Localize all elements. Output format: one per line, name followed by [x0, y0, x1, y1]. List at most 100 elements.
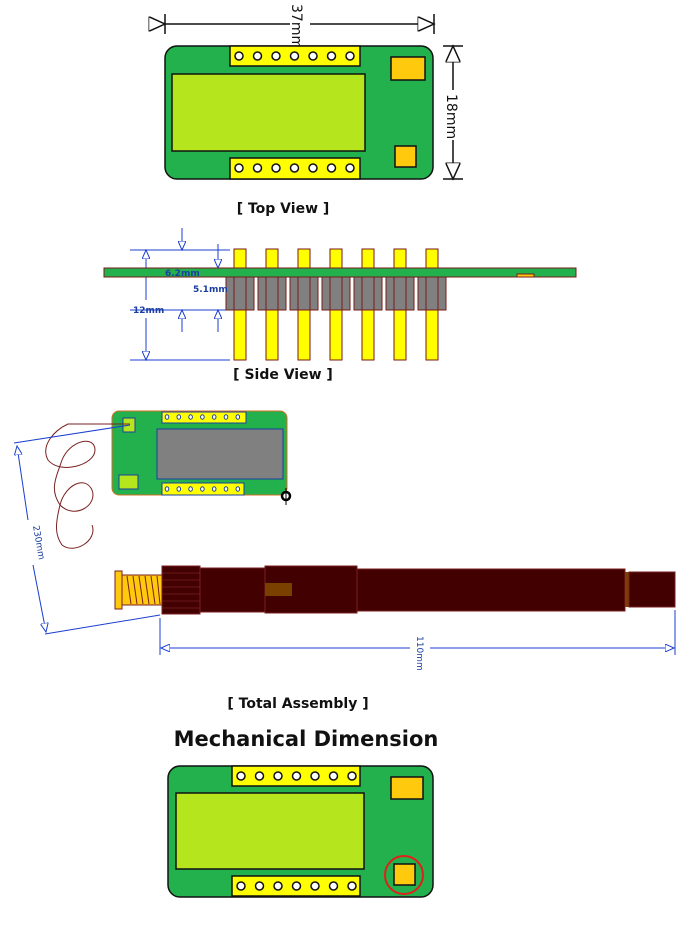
width-label: 37mm: [288, 4, 304, 49]
top-view-caption: [ Top View ]: [237, 201, 330, 217]
pad-side: [516, 273, 535, 278]
pin-hole: [200, 414, 205, 420]
header-pin-outline: [233, 276, 247, 311]
antenna-base: [199, 567, 266, 613]
shield-segment: [385, 276, 415, 311]
pin-hole: [273, 881, 283, 891]
ground-pad: [393, 863, 416, 886]
module-area: [171, 73, 366, 152]
cable-dimension-extension: [44, 614, 161, 635]
pin-hole: [347, 881, 357, 891]
header-pin-outline: [329, 276, 343, 311]
shield-segment: [353, 276, 383, 311]
shield-segment: [225, 276, 255, 311]
pin-hole: [273, 771, 283, 781]
antenna-body: [356, 568, 626, 612]
antenna: [114, 565, 676, 615]
pin-hole: [176, 414, 182, 420]
pin-hole: [347, 771, 357, 781]
pin-hole: [291, 771, 302, 781]
header-pin-lower: [297, 309, 311, 361]
pin-hole: [310, 771, 320, 781]
pin-hole: [211, 414, 217, 420]
cable-dimension-extension: [13, 424, 131, 444]
pin-hole: [308, 163, 318, 173]
pin-hole: [236, 771, 246, 781]
hinge-marker: [265, 583, 292, 596]
pin-hole: [252, 163, 263, 173]
header-pin-lower: [361, 309, 375, 361]
pin-hole: [345, 51, 355, 61]
cursor-icon: [280, 488, 292, 505]
header-pin-lower: [329, 309, 343, 361]
total-assembly: 230mm 110mm [ Total Assembly ]: [13, 410, 676, 712]
pin-hole: [326, 163, 337, 173]
highlight-view: [167, 765, 434, 898]
pin-hole: [310, 881, 320, 891]
shield-segment: [257, 276, 287, 311]
pin-hole: [308, 51, 318, 61]
header-pin-lower: [393, 309, 407, 361]
header-pin-outline: [265, 276, 279, 311]
header-pin-lower: [233, 309, 247, 361]
pin-hole: [176, 486, 182, 492]
antenna-tip: [628, 571, 676, 608]
shield-segment: [289, 276, 319, 311]
antenna-length-label: 110mm: [414, 636, 424, 671]
pin-hole: [271, 163, 281, 173]
connector-flange: [114, 570, 123, 610]
height-label: 18mm: [443, 94, 459, 139]
pin-hole: [328, 881, 339, 891]
header-pin-outline: [425, 276, 439, 311]
pin-hole: [223, 486, 229, 492]
pin-hole: [326, 51, 337, 61]
pin-hole: [254, 771, 265, 781]
header-pin-outline: [297, 276, 311, 311]
header-pin-lower: [425, 309, 439, 361]
shield-can: [156, 428, 284, 480]
module-area: [175, 792, 365, 870]
thread-lines: [126, 575, 161, 605]
top-view: 37mm 18mm [ Top View ]: [165, 4, 463, 217]
tip-band: [625, 572, 629, 607]
pin-hole: [345, 163, 355, 173]
header-pin-outline: [393, 276, 407, 311]
side-view-caption: [ Side View ]: [233, 367, 333, 383]
pin-hole: [200, 486, 205, 492]
pin-hole: [252, 51, 263, 61]
pin-hole: [234, 163, 244, 173]
knurl-lines: [162, 572, 200, 609]
pin-hole: [328, 771, 339, 781]
antenna-pad: [390, 56, 426, 81]
shield-segment: [417, 276, 447, 311]
pin-hole: [188, 414, 193, 420]
ground-pad: [394, 145, 417, 168]
antenna-pad: [390, 776, 424, 800]
page-title: Mechanical Dimension: [174, 727, 439, 751]
pin-hole: [235, 414, 241, 420]
pin-hole: [188, 486, 193, 492]
pcb-board: [164, 45, 434, 180]
cable-dimension-line: [32, 564, 46, 632]
pin-hole: [291, 881, 302, 891]
header-pin-lower: [265, 309, 279, 361]
total-height-label: 12mm: [133, 306, 164, 316]
shield-segment: [321, 276, 351, 311]
cable-dimension-line: [17, 446, 29, 521]
pin-hole: [254, 881, 265, 891]
pin-hole: [235, 486, 241, 492]
cable-length-label: 230mm: [30, 525, 46, 561]
pcb-height-label: 6.2mm: [165, 269, 200, 279]
knurled-nut: [161, 565, 201, 615]
pin-hole: [289, 51, 300, 61]
pin-hole: [271, 51, 281, 61]
coax-cable: [45, 423, 130, 549]
pin-hole: [289, 163, 300, 173]
assembly-caption: [ Total Assembly ]: [227, 696, 368, 712]
shield-height-label: 5.1mm: [193, 285, 228, 295]
side-view: 6.2mm 5.1mm 12mm [ Side View ]: [103, 228, 577, 383]
pin-hole: [211, 486, 217, 492]
pin-hole: [164, 414, 170, 420]
pin-hole: [164, 486, 170, 492]
